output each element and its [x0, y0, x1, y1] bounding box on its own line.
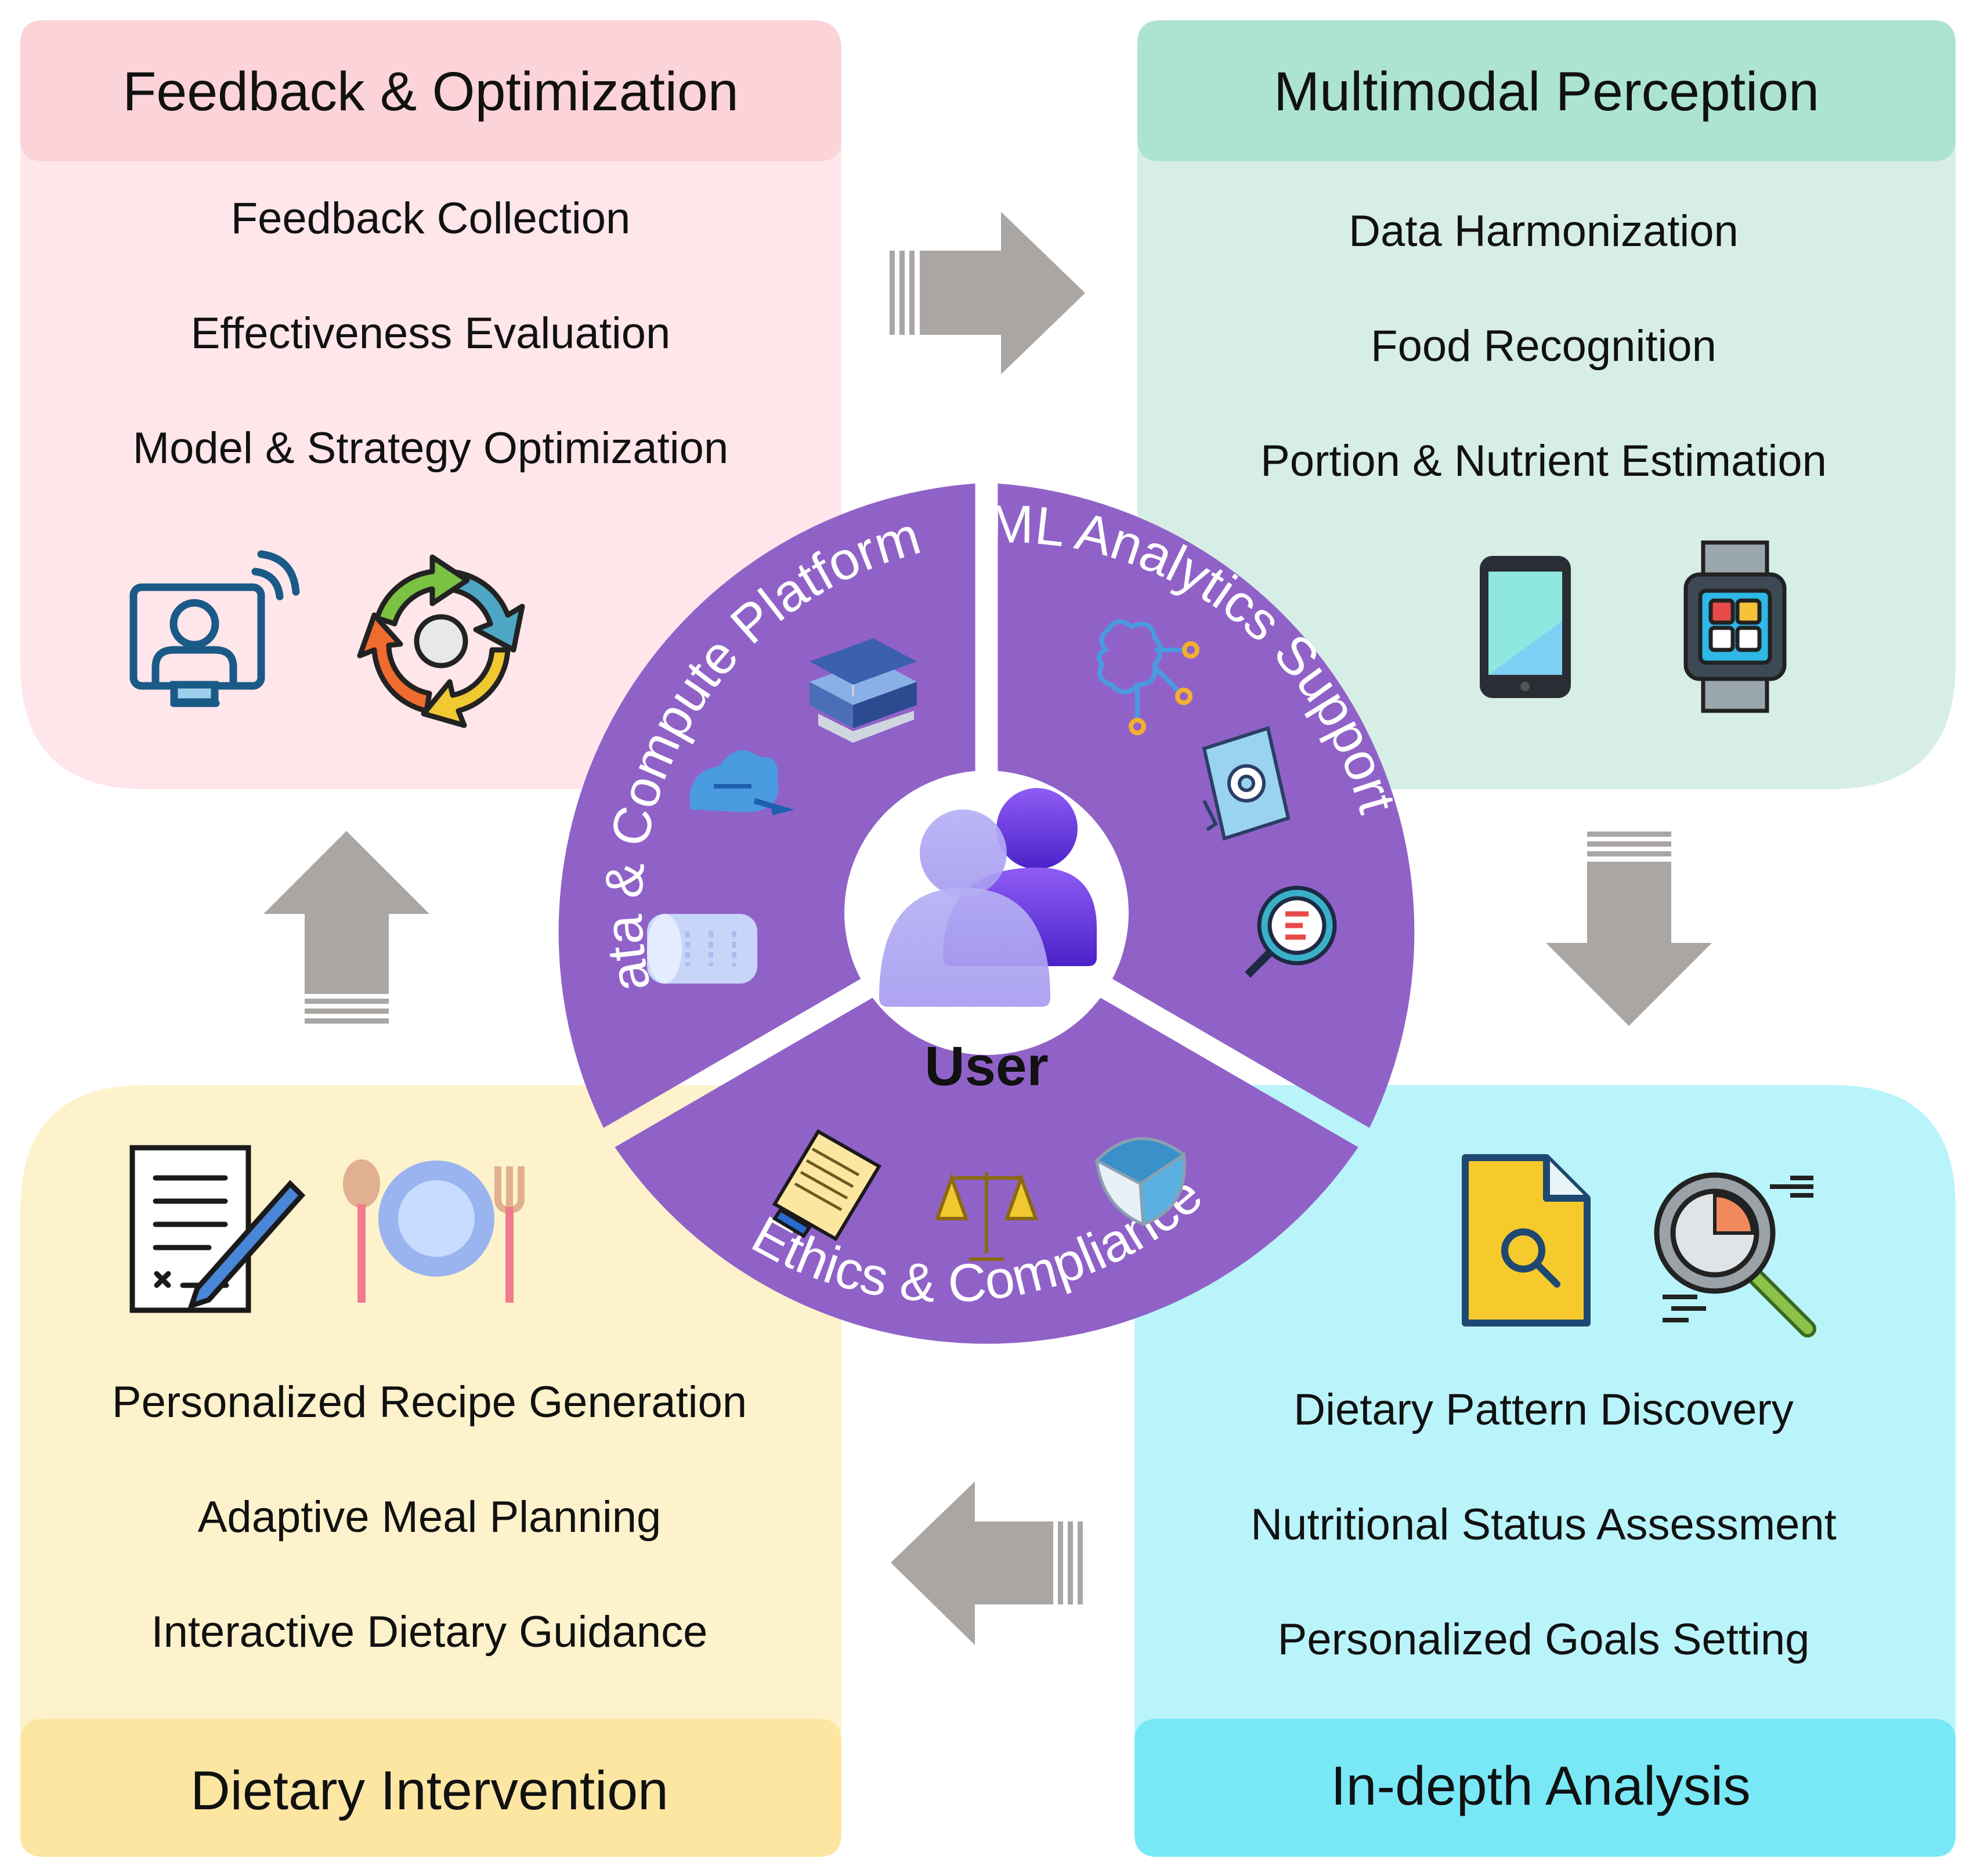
analysis-item-2: Nutritional Status Assessment — [1251, 1500, 1837, 1549]
panel-perception-title: Multimodal Perception — [1274, 61, 1819, 122]
arrow-intervention-to-feedback — [263, 831, 429, 1024]
intervention-item-2: Adaptive Meal Planning — [198, 1492, 662, 1542]
user-icon — [879, 788, 1097, 1007]
feedback-item-3: Model & Strategy Optimization — [133, 424, 728, 473]
smartwatch-icon — [1683, 540, 1787, 713]
shield-icon — [1094, 1137, 1187, 1227]
panel-intervention-header — [20, 1719, 841, 1857]
intervention-item-1: Personalized Recipe Generation — [112, 1378, 747, 1427]
server-icon — [810, 638, 917, 743]
feedback-item-2: Effectiveness Evaluation — [191, 309, 671, 358]
panel-feedback-header — [20, 20, 841, 161]
user-label: User — [924, 1035, 1048, 1097]
plate-cutlery-icon — [343, 1159, 525, 1303]
perception-item-2: Food Recognition — [1371, 321, 1717, 371]
perception-item-3: Portion & Nutrient Estimation — [1260, 436, 1827, 486]
panel-feedback-title: Feedback & Optimization — [122, 61, 738, 122]
panel-analysis-header — [1134, 1719, 1956, 1857]
analysis-item-3: Personalized Goals Setting — [1278, 1615, 1810, 1664]
cycle-arrows-icon — [357, 554, 525, 728]
perception-item-1: Data Harmonization — [1349, 207, 1739, 256]
ring-segment-ethics — [615, 997, 1358, 1344]
feedback-item-1: Feedback Collection — [231, 194, 631, 243]
panel-perception-header — [1137, 20, 1956, 161]
panel-perception: Multimodal Perception Data Harmonization… — [1137, 20, 1956, 789]
arrow-feedback-to-perception — [890, 212, 1085, 374]
panel-intervention: Dietary Intervention Personalized Recipe… — [20, 1085, 841, 1857]
document-search-icon — [1462, 1154, 1591, 1326]
intervention-item-3: Interactive Dietary Guidance — [151, 1607, 708, 1657]
settings-screen-icon — [1202, 726, 1291, 841]
smartphone-icon — [1480, 556, 1571, 698]
panel-intervention-title: Dietary Intervention — [190, 1760, 668, 1821]
checklist-icon — [772, 1129, 882, 1242]
brain-network-icon — [1096, 619, 1199, 735]
arrow-analysis-to-intervention — [891, 1481, 1083, 1645]
magnifier-chart-icon — [1654, 1172, 1816, 1338]
database-icon — [647, 914, 757, 984]
search-chart-icon — [1245, 885, 1337, 978]
panel-feedback-background — [20, 20, 841, 789]
cloud-icon — [689, 750, 794, 815]
scale-icon — [934, 1172, 1039, 1261]
analysis-item-1: Dietary Pattern Discovery — [1293, 1385, 1794, 1434]
panel-analysis: In-depth Analysis Dietary Pattern Discov… — [1134, 1085, 1956, 1857]
monitor-user-wifi-icon — [129, 550, 300, 707]
panel-feedback: Feedback & Optimization Feedback Collect… — [20, 20, 841, 789]
signed-document-icon — [129, 1145, 306, 1313]
panel-analysis-title: In-depth Analysis — [1331, 1755, 1751, 1817]
arrow-perception-to-analysis — [1546, 832, 1712, 1026]
